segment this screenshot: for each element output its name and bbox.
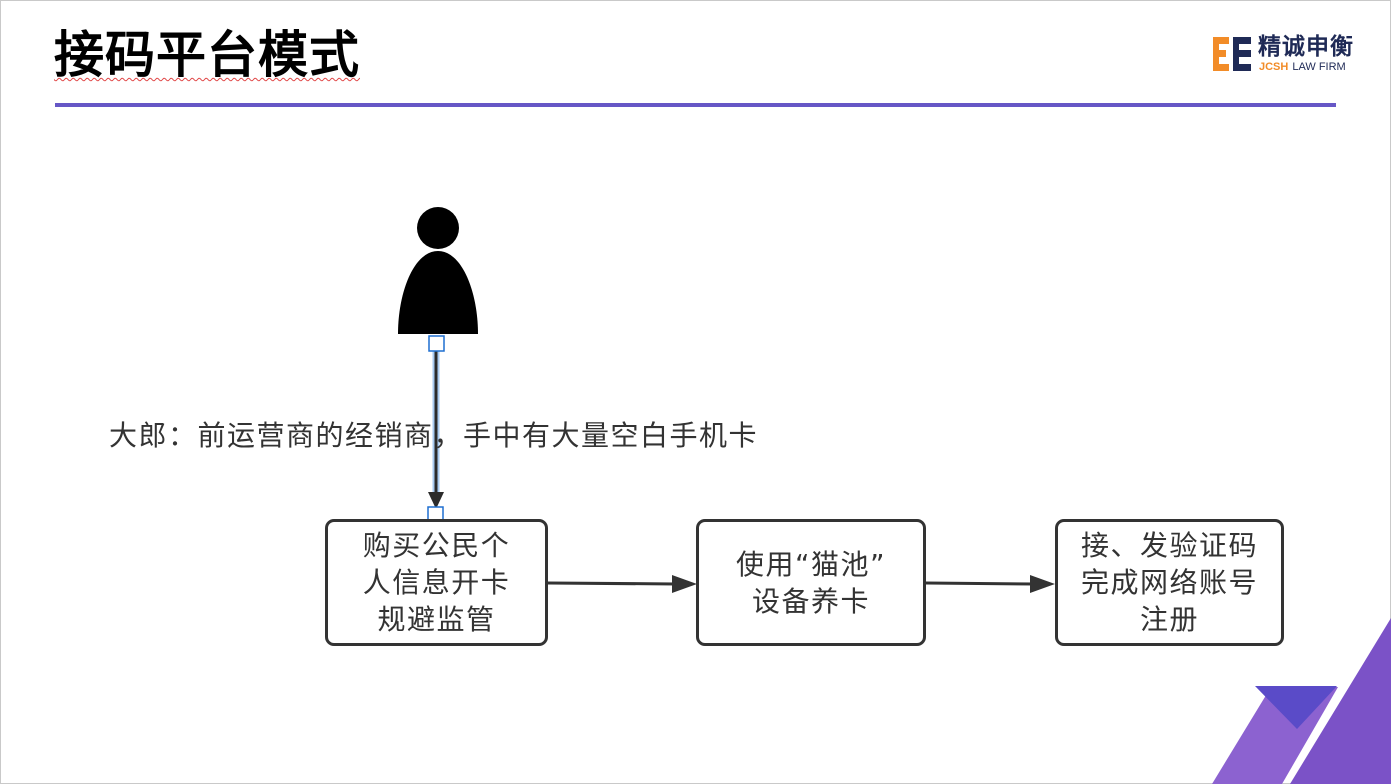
- jcsh-logo-icon: [1213, 37, 1251, 71]
- step-box-2: 使用“猫池” 设备养卡: [696, 519, 926, 646]
- step-box-3: 接、发验证码 完成网络账号 注册: [1055, 519, 1284, 646]
- corner-decoration: [1212, 618, 1391, 784]
- flow-arrowhead: [1030, 575, 1055, 593]
- person-body: [398, 251, 478, 334]
- logo-bar: [1233, 64, 1251, 71]
- logo-bar: [1213, 50, 1226, 57]
- connector-arrowhead: [428, 492, 444, 509]
- step-text-line: 购买公民个: [362, 529, 511, 562]
- step-text-line: 完成网络账号: [1080, 566, 1258, 599]
- step-text-line: 使用“猫池”: [735, 547, 886, 581]
- logo-bar: [1233, 37, 1239, 71]
- logo-tagline: LAW FIRM: [1292, 61, 1346, 73]
- decoration-right-triangle: [1290, 618, 1391, 784]
- decoration-inverted-triangle: [1255, 686, 1337, 729]
- logo-bar: [1237, 50, 1251, 57]
- step-text-line: 注册: [1139, 603, 1199, 636]
- step-text-line: 人信息开卡: [362, 566, 511, 599]
- step-box-1: 购买公民个 人信息开卡 规避监管: [325, 519, 548, 646]
- logo-bar: [1233, 37, 1251, 44]
- person-icon: [398, 207, 478, 334]
- logo-abbr: JCSH: [1259, 61, 1289, 73]
- slide-title: 接码平台模式: [54, 26, 360, 84]
- step-text-line: 设备养卡: [751, 584, 870, 618]
- actor-connector[interactable]: [428, 351, 444, 509]
- flow-arrow-2: [925, 575, 1055, 593]
- logo-name: 精诚申衡: [1258, 33, 1354, 60]
- actor-label: 大郎：前运营商的经销商，手中有大量空白手机卡: [109, 419, 759, 452]
- flow-arrow-line: [547, 581, 677, 586]
- flow-arrowhead: [672, 575, 697, 593]
- flow-arrow-1: [547, 575, 697, 593]
- flow-arrow-line: [925, 581, 1035, 586]
- step-text-line: 接、发验证码: [1080, 529, 1258, 562]
- connector-handle-start[interactable]: [428, 335, 445, 352]
- step-text-line: 规避监管: [377, 603, 496, 636]
- logo-bar: [1213, 37, 1229, 44]
- person-head: [417, 207, 459, 249]
- logo-bar: [1213, 64, 1229, 71]
- title-divider: [55, 103, 1336, 107]
